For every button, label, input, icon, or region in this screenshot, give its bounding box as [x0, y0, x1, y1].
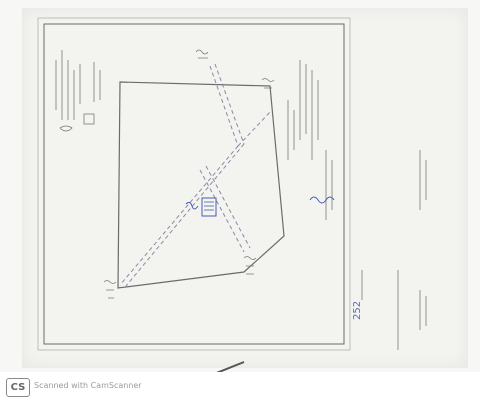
ink-annotations — [185, 196, 335, 210]
map-border-outer — [37, 17, 351, 351]
camscanner-logo: CS — [6, 378, 30, 397]
pen-mark — [216, 361, 245, 372]
plot-outline — [117, 81, 285, 289]
road-line-south — [199, 169, 245, 253]
scanner-footer: CS Scanned with CamScanner — [0, 372, 480, 403]
road-line-north-2 — [214, 63, 245, 145]
pencil-scribbles — [55, 49, 427, 350]
road-line-southwest-2 — [125, 143, 245, 287]
camscanner-caption: Scanned with CamScanner — [34, 381, 142, 390]
page-number: 252 — [352, 300, 363, 320]
paper-sheet — [22, 8, 468, 368]
road-line-east — [237, 111, 271, 147]
road-line-north — [209, 65, 239, 147]
map-border — [43, 23, 345, 345]
road-line-south-2 — [205, 165, 251, 249]
hand-drawn-map — [37, 17, 427, 372]
building-marker — [201, 197, 217, 217]
road-line-southwest — [119, 145, 239, 286]
